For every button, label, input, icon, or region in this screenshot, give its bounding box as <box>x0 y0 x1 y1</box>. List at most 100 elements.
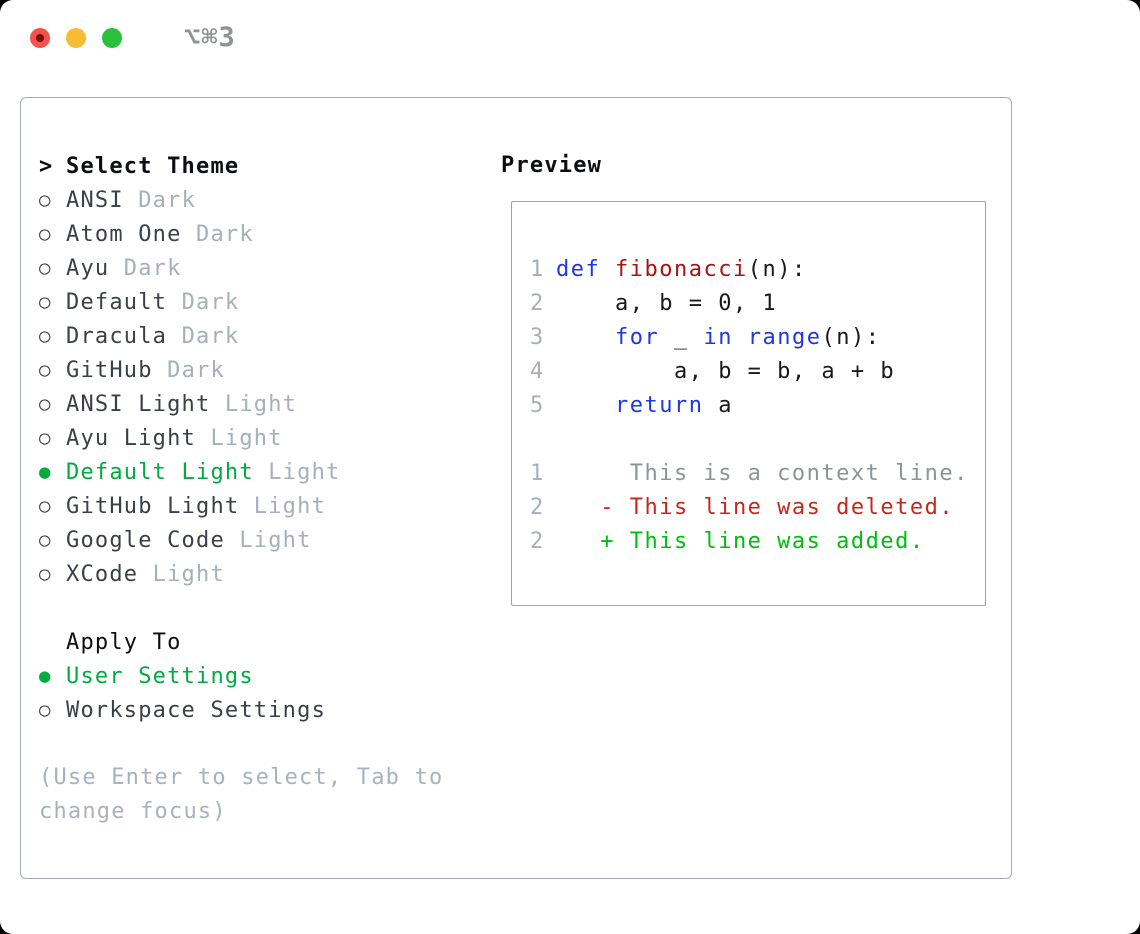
theme-option[interactable]: ○ Dracula Dark <box>39 319 483 353</box>
radio-bullet-icon: ○ <box>39 223 52 245</box>
radio-bullet-icon: ○ <box>39 529 52 551</box>
radio-bullet-icon: ○ <box>39 393 52 415</box>
apply-option[interactable]: ● User Settings <box>39 659 483 693</box>
radio-bullet-icon: ● <box>39 461 52 483</box>
code-line: 4 a, b = b, a + b <box>530 354 985 388</box>
theme-option[interactable]: ○ GitHub Light Light <box>39 489 483 523</box>
theme-variant-tag: Light <box>268 459 341 485</box>
code-content: This is a context line. <box>556 460 969 486</box>
theme-variant-tag: Dark <box>181 323 240 349</box>
theme-name: Ayu Light <box>66 425 211 451</box>
code-content: - This line was deleted. <box>556 494 955 520</box>
theme-name: Default Light <box>66 459 269 485</box>
theme-name: GitHub <box>66 357 168 383</box>
theme-name: Default <box>66 289 182 315</box>
apply-to-list: ● User Settings ○ Workspace Settings <box>39 659 483 727</box>
code-line: 2 a, b = 0, 1 <box>530 286 985 320</box>
code-content: a, b = b, a + b <box>556 358 896 384</box>
theme-option[interactable]: ● Default Light Light <box>39 455 483 489</box>
code-line: 3 for _ in range(n): <box>530 320 985 354</box>
theme-variant-tag: Light <box>239 527 312 553</box>
theme-option[interactable]: ○ Ayu Light Light <box>39 421 483 455</box>
theme-name: XCode <box>66 561 153 587</box>
radio-bullet-icon: ○ <box>39 427 52 449</box>
theme-variant-tag: Dark <box>138 187 197 213</box>
theme-picker-panel: > Select Theme ○ ANSI Dark ○ Atom One Dark … <box>20 97 1012 879</box>
theme-option[interactable]: ○ Atom One Dark <box>39 217 483 251</box>
theme-variant-tag: Dark <box>181 289 240 315</box>
theme-name: GitHub Light <box>66 493 254 519</box>
select-theme-header: > Select Theme <box>39 149 483 183</box>
theme-option[interactable]: ○ ANSI Light Light <box>39 387 483 421</box>
code-line: 1 This is a context line. <box>530 456 985 490</box>
theme-option[interactable]: ○ Default Dark <box>39 285 483 319</box>
minimize-button[interactable] <box>66 28 86 48</box>
radio-bullet-icon: ○ <box>39 189 52 211</box>
code-content: for _ in range(n): <box>614 324 881 350</box>
apply-to-header: Apply To <box>39 625 483 659</box>
titlebar: ⌥⌘3 <box>0 0 1140 76</box>
theme-option[interactable]: ○ Ayu Dark <box>39 251 483 285</box>
code-line <box>530 422 985 456</box>
theme-option[interactable]: ○ XCode Light <box>39 557 483 591</box>
line-number: 2 <box>530 528 545 554</box>
line-number: 2 <box>530 494 545 520</box>
line-number: 1 <box>530 460 545 486</box>
apply-option-name: Workspace Settings <box>66 697 327 723</box>
preview-box: 1 def fibonacci(n): 2 a, b = 0, 1 3 for _… <box>511 201 986 606</box>
theme-option[interactable]: ○ Google Code Light <box>39 523 483 557</box>
theme-name: Dracula <box>66 323 182 349</box>
focus-cursor-icon: > <box>39 153 54 179</box>
theme-list: ○ ANSI Dark ○ Atom One Dark ○ Ayu Dark ○ Def… <box>39 183 483 591</box>
code-content: def fibonacci(n): <box>556 256 807 282</box>
radio-bullet-icon: ○ <box>39 359 52 381</box>
radio-bullet-icon: ○ <box>39 257 52 279</box>
radio-bullet-icon: ○ <box>39 699 52 721</box>
theme-option[interactable]: ○ GitHub Dark <box>39 353 483 387</box>
theme-variant-tag: Light <box>210 425 283 451</box>
radio-bullet-icon: ○ <box>39 291 52 313</box>
code-preview: 1 def fibonacci(n): 2 a, b = 0, 1 3 for _… <box>530 252 985 558</box>
theme-variant-tag: Dark <box>167 357 225 383</box>
line-number: 1 <box>530 256 545 282</box>
radio-bullet-icon: ○ <box>39 563 52 585</box>
apply-to-title: Apply To <box>66 629 182 655</box>
theme-name: ANSI Light <box>66 391 225 417</box>
code-line: 2 - This line was deleted. <box>530 490 985 524</box>
radio-bullet-icon: ● <box>39 665 52 687</box>
bullet-spacer <box>39 631 66 653</box>
theme-variant-tag: Light <box>152 561 225 587</box>
theme-column: > Select Theme ○ ANSI Dark ○ Atom One Dark … <box>39 149 483 829</box>
theme-name: Atom One <box>66 221 197 247</box>
code-line: 2 + This line was added. <box>530 524 985 558</box>
spacer <box>39 591 483 625</box>
keyboard-shortcut-label: ⌥⌘3 <box>184 22 236 53</box>
theme-variant-tag: Dark <box>196 221 254 247</box>
apply-option[interactable]: ○ Workspace Settings <box>39 693 483 727</box>
zoom-button[interactable] <box>102 28 122 48</box>
line-number: 3 <box>530 324 545 350</box>
theme-name: Google Code <box>66 527 240 553</box>
radio-bullet-icon: ○ <box>39 495 52 517</box>
code-content: a, b = 0, 1 <box>556 290 778 316</box>
apply-option-name: User Settings <box>66 663 254 689</box>
preview-title: Preview <box>501 153 603 178</box>
code-line: 1 def fibonacci(n): <box>530 252 985 286</box>
theme-name: ANSI <box>66 187 139 213</box>
theme-variant-tag: Light <box>253 493 327 519</box>
select-theme-title: Select Theme <box>66 153 240 179</box>
code-content: + This line was added. <box>556 528 925 554</box>
theme-variant-tag: Dark <box>123 255 182 281</box>
line-number: 2 <box>530 290 545 316</box>
code-content: return a <box>614 392 733 418</box>
line-number: 4 <box>530 358 545 384</box>
theme-variant-tag: Light <box>224 391 298 417</box>
radio-bullet-icon: ○ <box>39 325 52 347</box>
close-button[interactable] <box>30 28 50 48</box>
theme-name: Ayu <box>66 255 124 281</box>
code-line: 5 return a <box>530 388 985 422</box>
theme-option[interactable]: ○ ANSI Dark <box>39 183 483 217</box>
usage-hint: (Use Enter to select, Tab to change focu… <box>39 765 444 824</box>
close-dot-icon <box>36 34 44 42</box>
